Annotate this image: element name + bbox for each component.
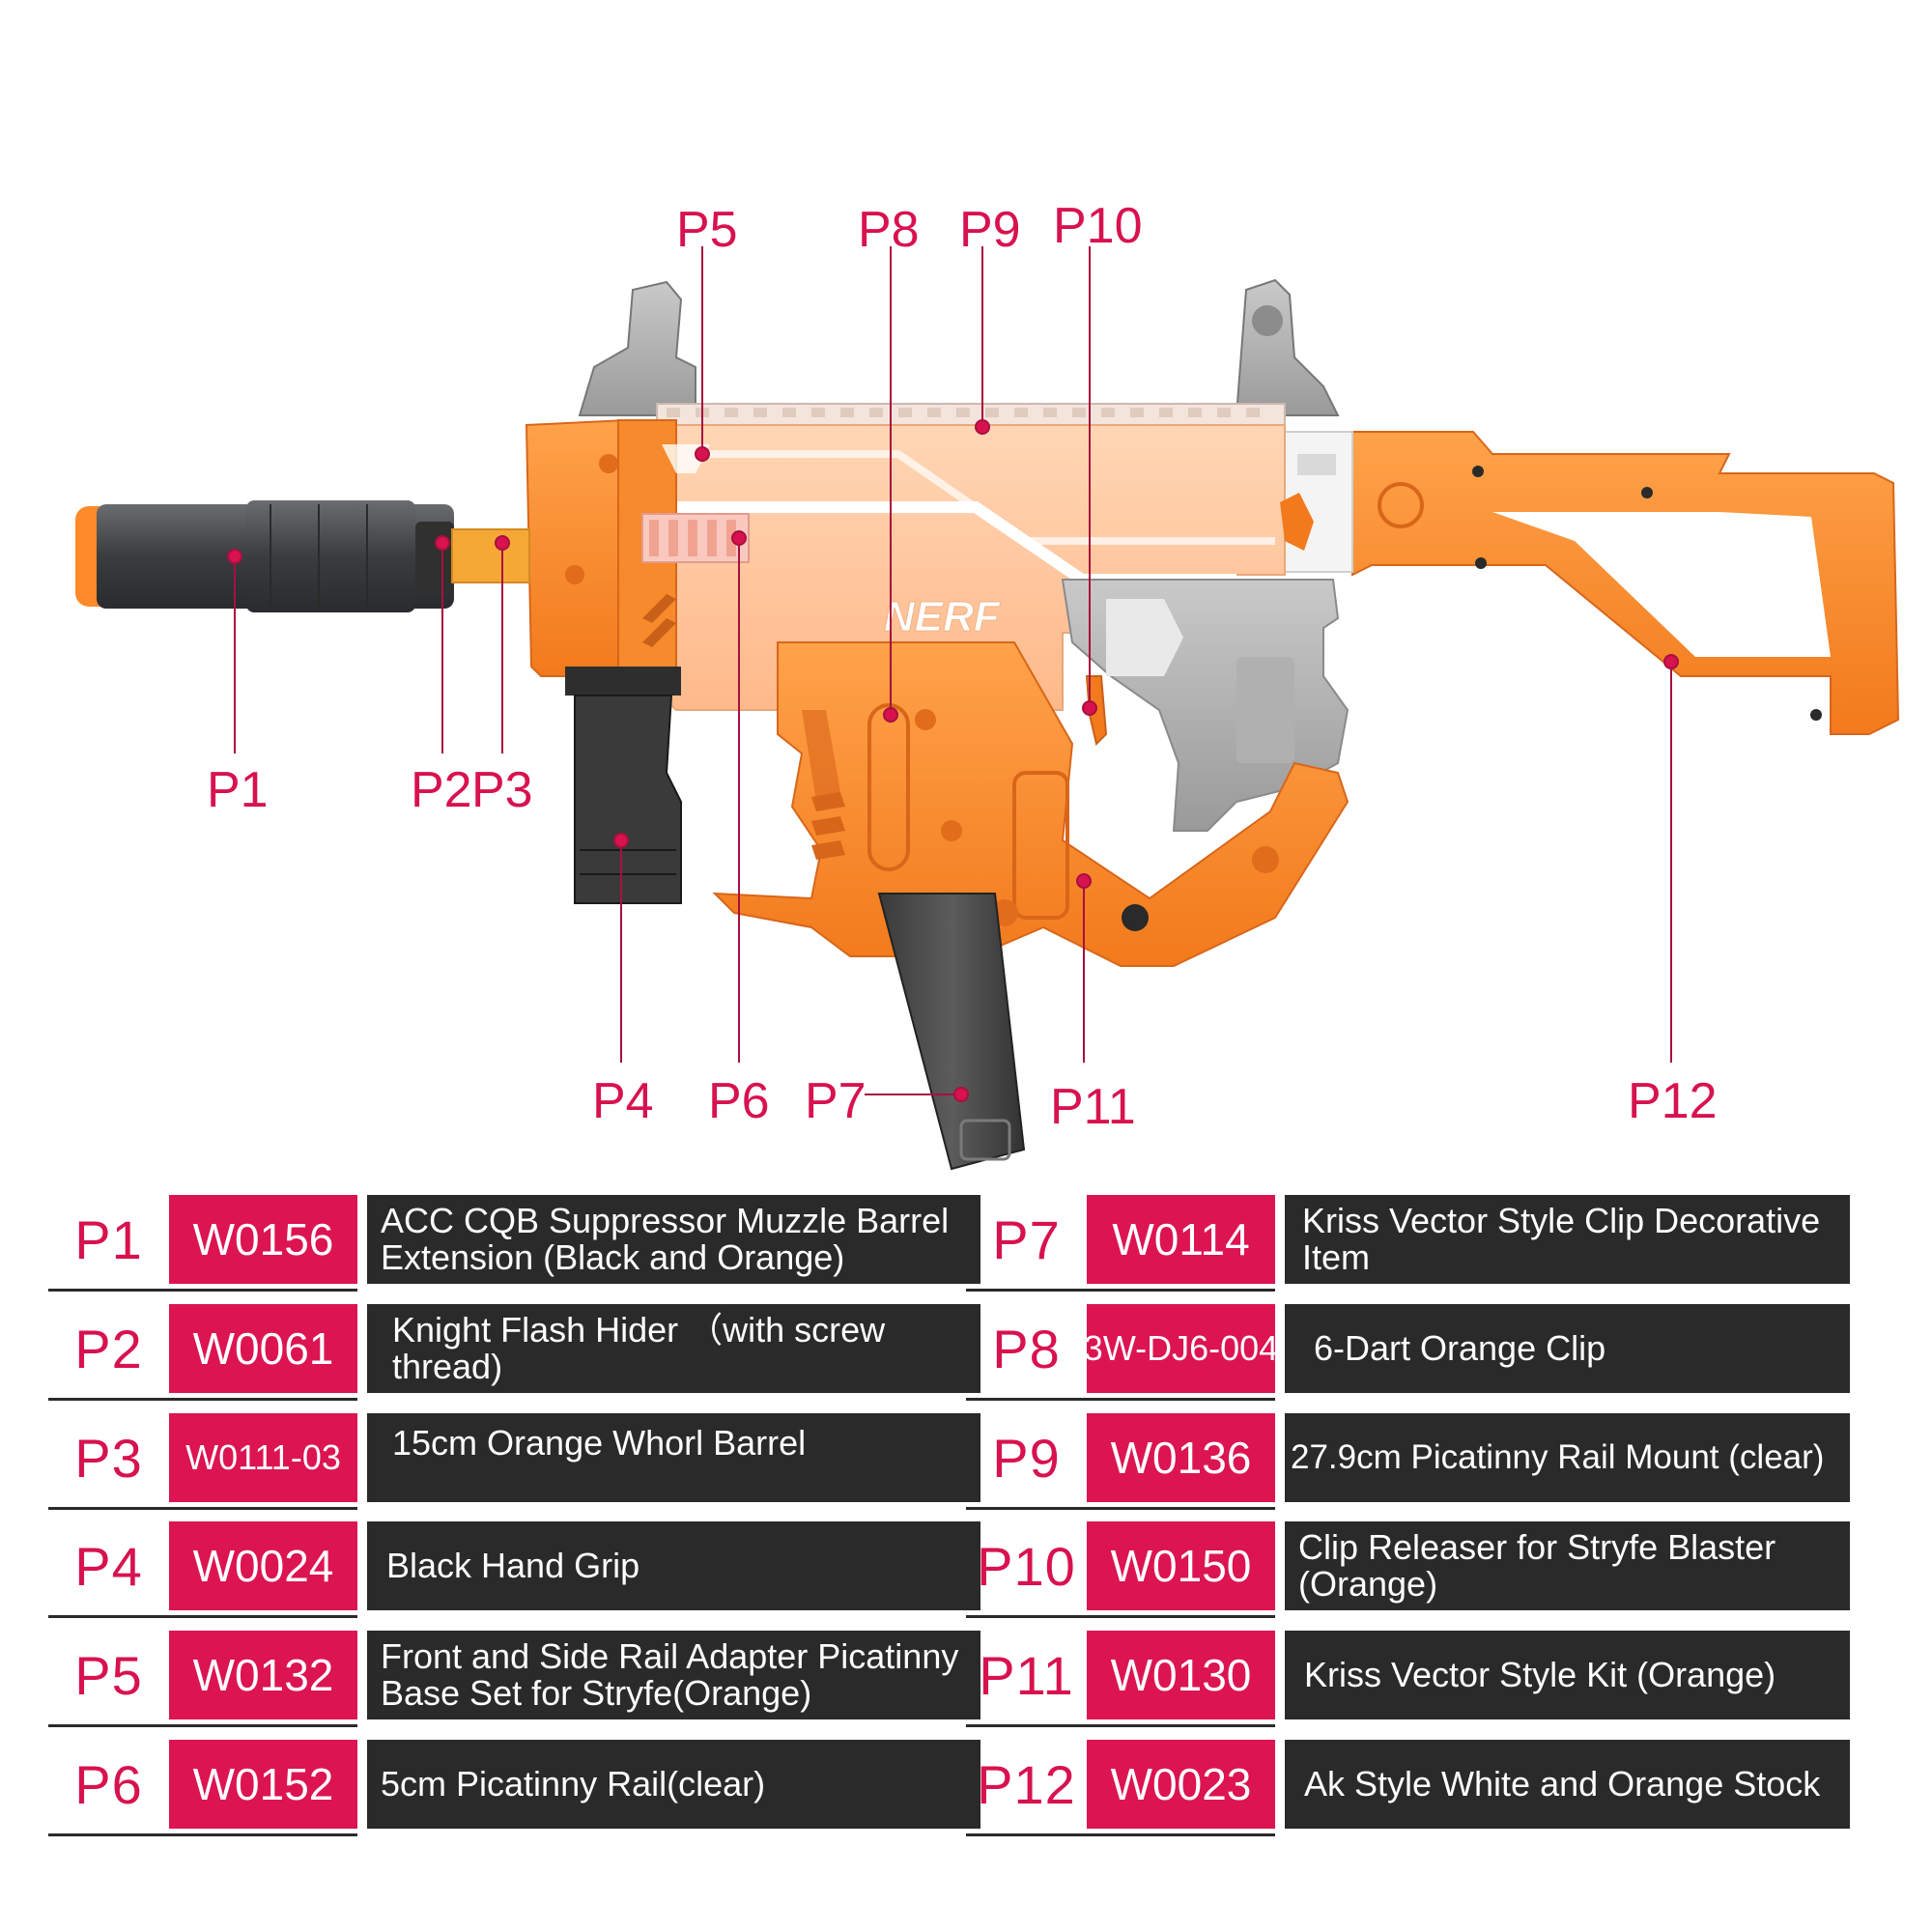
callout-p6: P6	[708, 1073, 770, 1129]
barrel	[451, 528, 530, 583]
blaster-illustration: NERF	[75, 198, 1900, 1171]
part-description: 15cm Orange Whorl Barrel	[367, 1413, 980, 1502]
row-divider	[966, 1833, 1275, 1836]
part-id: P1	[74, 1208, 143, 1270]
callout-p8: P8	[858, 202, 920, 258]
stock	[1346, 431, 1900, 735]
callout-p7: P7	[805, 1073, 867, 1129]
part-code: 3W-DJ6-004	[1084, 1304, 1278, 1393]
part-description: Knight Flash Hider （with screw thread)	[367, 1304, 980, 1393]
hand-grip	[565, 667, 682, 904]
part-code: W0024	[169, 1521, 357, 1610]
callout-p10: P10	[1053, 198, 1143, 254]
blaster-diagram: NERF	[75, 198, 1900, 1171]
part-code: W0023	[1087, 1740, 1275, 1829]
row-divider	[966, 1289, 1275, 1292]
callout-p1: P1	[207, 762, 269, 818]
pistol-grip	[1061, 579, 1350, 832]
nerf-logo: NERF	[884, 593, 1001, 640]
rear-sight	[1235, 278, 1340, 416]
part-code: W0132	[169, 1631, 357, 1719]
part-description: ACC CQB Suppressor Muzzle Barrel Extensi…	[367, 1195, 980, 1284]
part-code: W0111-03	[169, 1413, 357, 1502]
callout-p9: P9	[959, 202, 1021, 258]
part-description: Front and Side Rail Adapter Picatinny Ba…	[367, 1631, 980, 1719]
row-divider	[48, 1289, 357, 1292]
callout-p12: P12	[1628, 1073, 1718, 1129]
part-description: 27.9cm Picatinny Rail Mount (clear)	[1285, 1413, 1850, 1502]
part-code: W0130	[1087, 1631, 1275, 1719]
part-id: P5	[74, 1644, 143, 1706]
part-description: Black Hand Grip	[367, 1521, 980, 1610]
suppressor	[75, 500, 454, 612]
magazine	[877, 893, 1026, 1171]
part-id: P10	[977, 1535, 1076, 1597]
part-id: P2	[74, 1318, 143, 1379]
callout-p5: P5	[676, 202, 738, 258]
row-divider	[966, 1724, 1275, 1727]
part-id: P3	[74, 1427, 143, 1489]
part-description: Ak Style White and Orange Stock	[1285, 1740, 1850, 1829]
vector-kit	[712, 641, 1350, 967]
part-id: P9	[992, 1427, 1061, 1489]
stock-adapter-detail	[1297, 454, 1336, 475]
row-divider	[966, 1398, 1275, 1401]
part-code: W0152	[169, 1740, 357, 1829]
callout-lines	[227, 246, 1679, 1102]
part-description: 6-Dart Orange Clip	[1285, 1304, 1850, 1393]
row-divider	[48, 1724, 357, 1727]
part-code: W0136	[1087, 1413, 1275, 1502]
part-description: Kriss Vector Style Kit (Orange)	[1285, 1631, 1850, 1719]
front-sight	[578, 280, 696, 416]
row-divider	[48, 1833, 357, 1836]
stock-release-lever	[1280, 493, 1314, 551]
row-divider	[966, 1507, 1275, 1510]
part-description: Kriss Vector Style Clip Decorative Item	[1285, 1195, 1850, 1284]
callout-p4: P4	[592, 1073, 654, 1129]
part-code: W0061	[169, 1304, 357, 1393]
part-description: 5cm Picatinny Rail(clear)	[367, 1740, 980, 1829]
part-code: W0150	[1087, 1521, 1275, 1610]
callout-p2: P2	[411, 762, 472, 818]
part-description: Clip Releaser for Stryfe Blaster (Orange…	[1285, 1521, 1850, 1610]
part-id: P8	[992, 1318, 1061, 1379]
callout-p3: P3	[471, 762, 533, 818]
row-divider	[48, 1507, 357, 1510]
part-code: W0114	[1087, 1195, 1275, 1284]
part-code: W0156	[169, 1195, 357, 1284]
part-id: P6	[74, 1753, 143, 1815]
part-id: P11	[979, 1644, 1074, 1706]
callout-p11: P11	[1050, 1079, 1136, 1135]
part-id: P12	[977, 1753, 1076, 1815]
row-divider	[48, 1615, 357, 1618]
row-divider	[48, 1398, 357, 1401]
part-id: P4	[74, 1535, 143, 1597]
row-divider	[966, 1615, 1275, 1618]
part-id: P7	[992, 1208, 1061, 1270]
